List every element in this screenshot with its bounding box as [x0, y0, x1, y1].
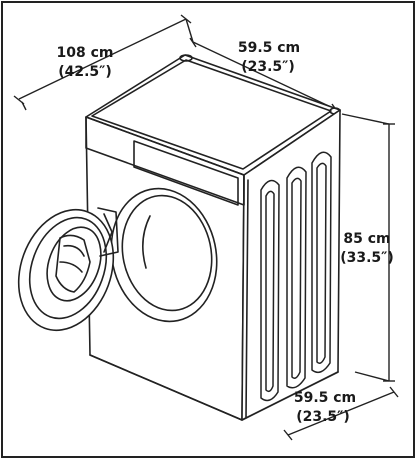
dimension-labels: 108 cm (42.5″) 59.5 cm (23.5″) 85 cm (33…	[57, 40, 394, 425]
depth-open-imperial-label: (42.5″)	[58, 64, 112, 80]
open-door	[17, 207, 119, 332]
side-ribs	[260, 151, 332, 402]
depth-bottom-imperial-label: (23.5″)	[296, 409, 350, 425]
depth-open-metric-label: 108 cm	[57, 45, 114, 61]
height-metric-label: 85 cm	[343, 231, 390, 247]
width-top-imperial-label: (23.5″)	[241, 59, 295, 75]
width-top-metric-label: 59.5 cm	[238, 40, 300, 56]
dimension-lines	[13, 14, 399, 441]
height-imperial-label: (33.5″)	[340, 250, 394, 266]
depth-bottom-metric-label: 59.5 cm	[294, 390, 356, 406]
